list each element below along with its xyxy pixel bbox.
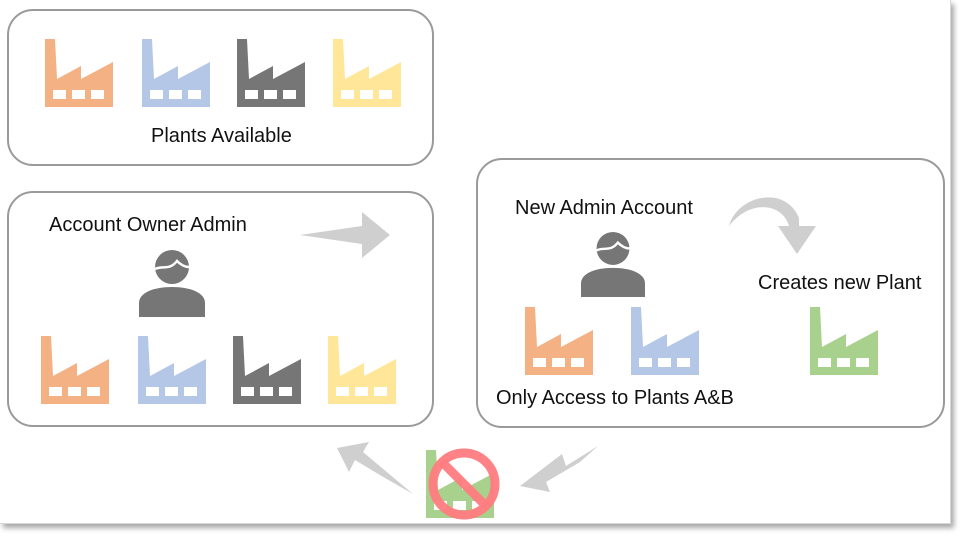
down-left-arrow-icon [520,446,598,492]
new-admin-panel [476,158,945,428]
up-left-arrow-icon [337,442,413,494]
right-arrow-icon [300,212,390,258]
new-admin-label: New Admin Account [515,197,693,219]
factory-icon-b [631,307,699,375]
curved-arrow-icon [729,197,816,254]
factory-icon-d [333,39,401,107]
plants-available-label: Plants Available [151,125,292,147]
factory-icon-c [233,336,301,404]
person-icon [581,231,645,297]
factory-icon-a [41,336,109,404]
prohibited-icon [428,448,500,520]
factory-icon-b [138,336,206,404]
diagram-canvas: Plants Available Account Owner Admin New… [0,0,951,524]
factory-icon-a [45,39,113,107]
access-note-label: Only Access to Plants A&B [496,387,734,409]
account-owner-label: Account Owner Admin [49,214,247,236]
person-icon [139,250,205,317]
creates-new-plant-label: Creates new Plant [758,272,922,294]
factory-icon-b [142,39,210,107]
factory-icon-c [237,39,305,107]
factory-icon-a [525,307,593,375]
factory-icon-new [810,307,878,375]
factory-icon-d [328,336,396,404]
